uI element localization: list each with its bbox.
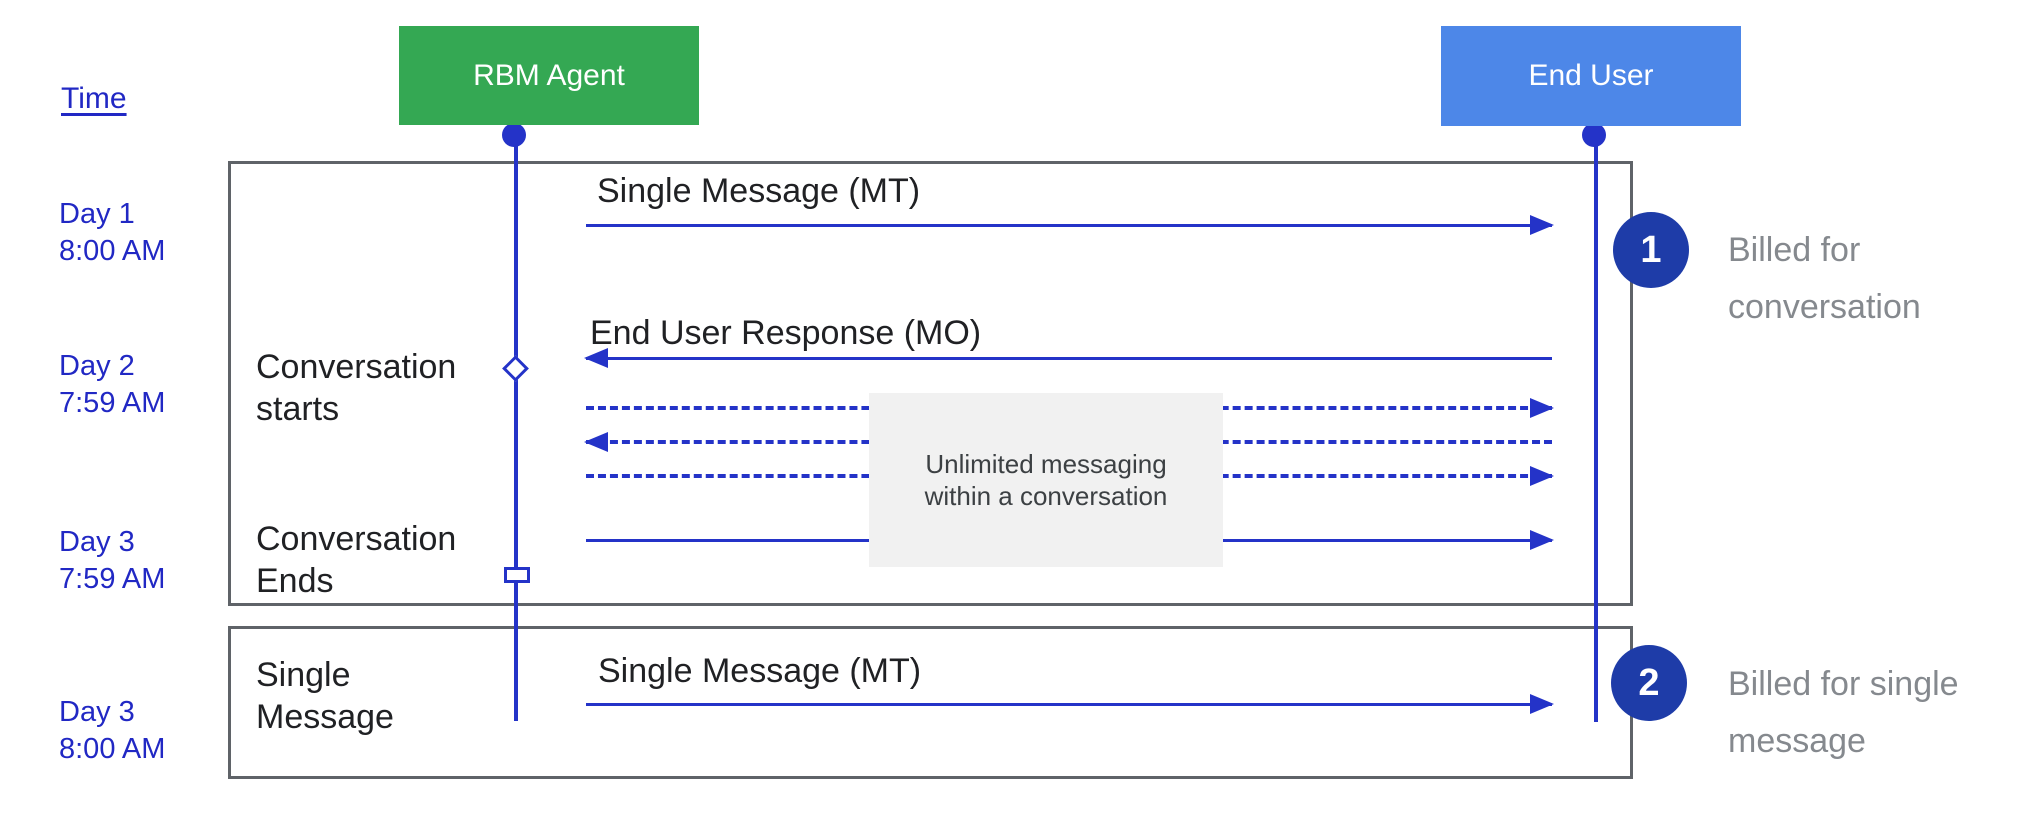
single-message-mt-arrow-label: Single Message (MT) xyxy=(597,172,921,210)
conversation-ends-label: Conversation Ends xyxy=(256,518,456,602)
end-user-label: End User xyxy=(1528,59,1654,92)
end-user-response-mo-arrow-label: End User Response (MO) xyxy=(590,314,982,352)
billing-badge-1: 1 xyxy=(1613,212,1689,288)
arrow-single-message-mt-2 xyxy=(586,694,1554,714)
conversation-ends-line2: Ends xyxy=(256,562,334,600)
conversation-end-square-icon xyxy=(504,567,530,583)
billing-note-line1: Billed for xyxy=(1728,231,1861,269)
time-row-day1: Day 1 8:00 AM xyxy=(59,196,165,270)
conversation-ends-line1: Conversation xyxy=(256,520,457,558)
time-row-time: 7:59 AM xyxy=(59,387,166,419)
time-link[interactable]: Time xyxy=(61,82,127,115)
note-line2: within a conversation xyxy=(924,481,1168,511)
billing-note-line1: Billed for single xyxy=(1728,665,1959,703)
conversation-starts-line1: Conversation xyxy=(256,348,457,386)
time-row-day: Day 1 xyxy=(59,198,135,230)
billing-badge-2: 2 xyxy=(1611,645,1687,721)
note-line1: Unlimited messaging xyxy=(925,449,1167,479)
time-row-day: Day 2 xyxy=(59,350,135,382)
time-row-day2: Day 2 7:59 AM xyxy=(59,348,165,422)
rbm-agent-lifeline xyxy=(514,126,518,721)
conversation-frame xyxy=(228,161,1633,606)
time-row-day: Day 3 xyxy=(59,526,135,558)
billing-note-line2: conversation xyxy=(1728,288,1921,326)
rbm-lifeline-dot-icon xyxy=(502,123,526,147)
end-user-lifeline-dot-icon xyxy=(1582,123,1606,147)
single-message-label: Single Message xyxy=(256,654,394,738)
single-message-mt2-arrow-label: Single Message (MT) xyxy=(598,652,922,690)
billing-note-line2: message xyxy=(1728,722,1866,760)
end-user-lifeline xyxy=(1594,126,1598,722)
end-user-box: End User xyxy=(1441,26,1741,126)
rbm-agent-box: RBM Agent xyxy=(399,26,699,125)
time-row-day3-single: Day 3 8:00 AM xyxy=(59,694,165,768)
arrow-end-user-response-mo xyxy=(584,348,1552,368)
time-row-time: 8:00 AM xyxy=(59,733,166,765)
rbm-agent-label: RBM Agent xyxy=(473,58,625,92)
arrow-single-message-mt-1 xyxy=(586,215,1554,235)
unlimited-messaging-note: Unlimited messaging within a conversatio… xyxy=(869,393,1223,567)
conversation-starts-label: Conversation starts xyxy=(256,346,456,430)
time-row-day: Day 3 xyxy=(59,696,135,728)
billed-for-conversation-note: Billed for conversation xyxy=(1728,222,1921,336)
time-row-time: 8:00 AM xyxy=(59,235,166,267)
time-row-time: 7:59 AM xyxy=(59,563,166,595)
single-message-line2: Message xyxy=(256,698,394,736)
conversation-starts-line2: starts xyxy=(256,390,340,428)
billed-for-single-message-note: Billed for single message xyxy=(1728,656,1959,770)
single-message-line1: Single xyxy=(256,656,351,694)
time-row-day3-end: Day 3 7:59 AM xyxy=(59,524,165,598)
